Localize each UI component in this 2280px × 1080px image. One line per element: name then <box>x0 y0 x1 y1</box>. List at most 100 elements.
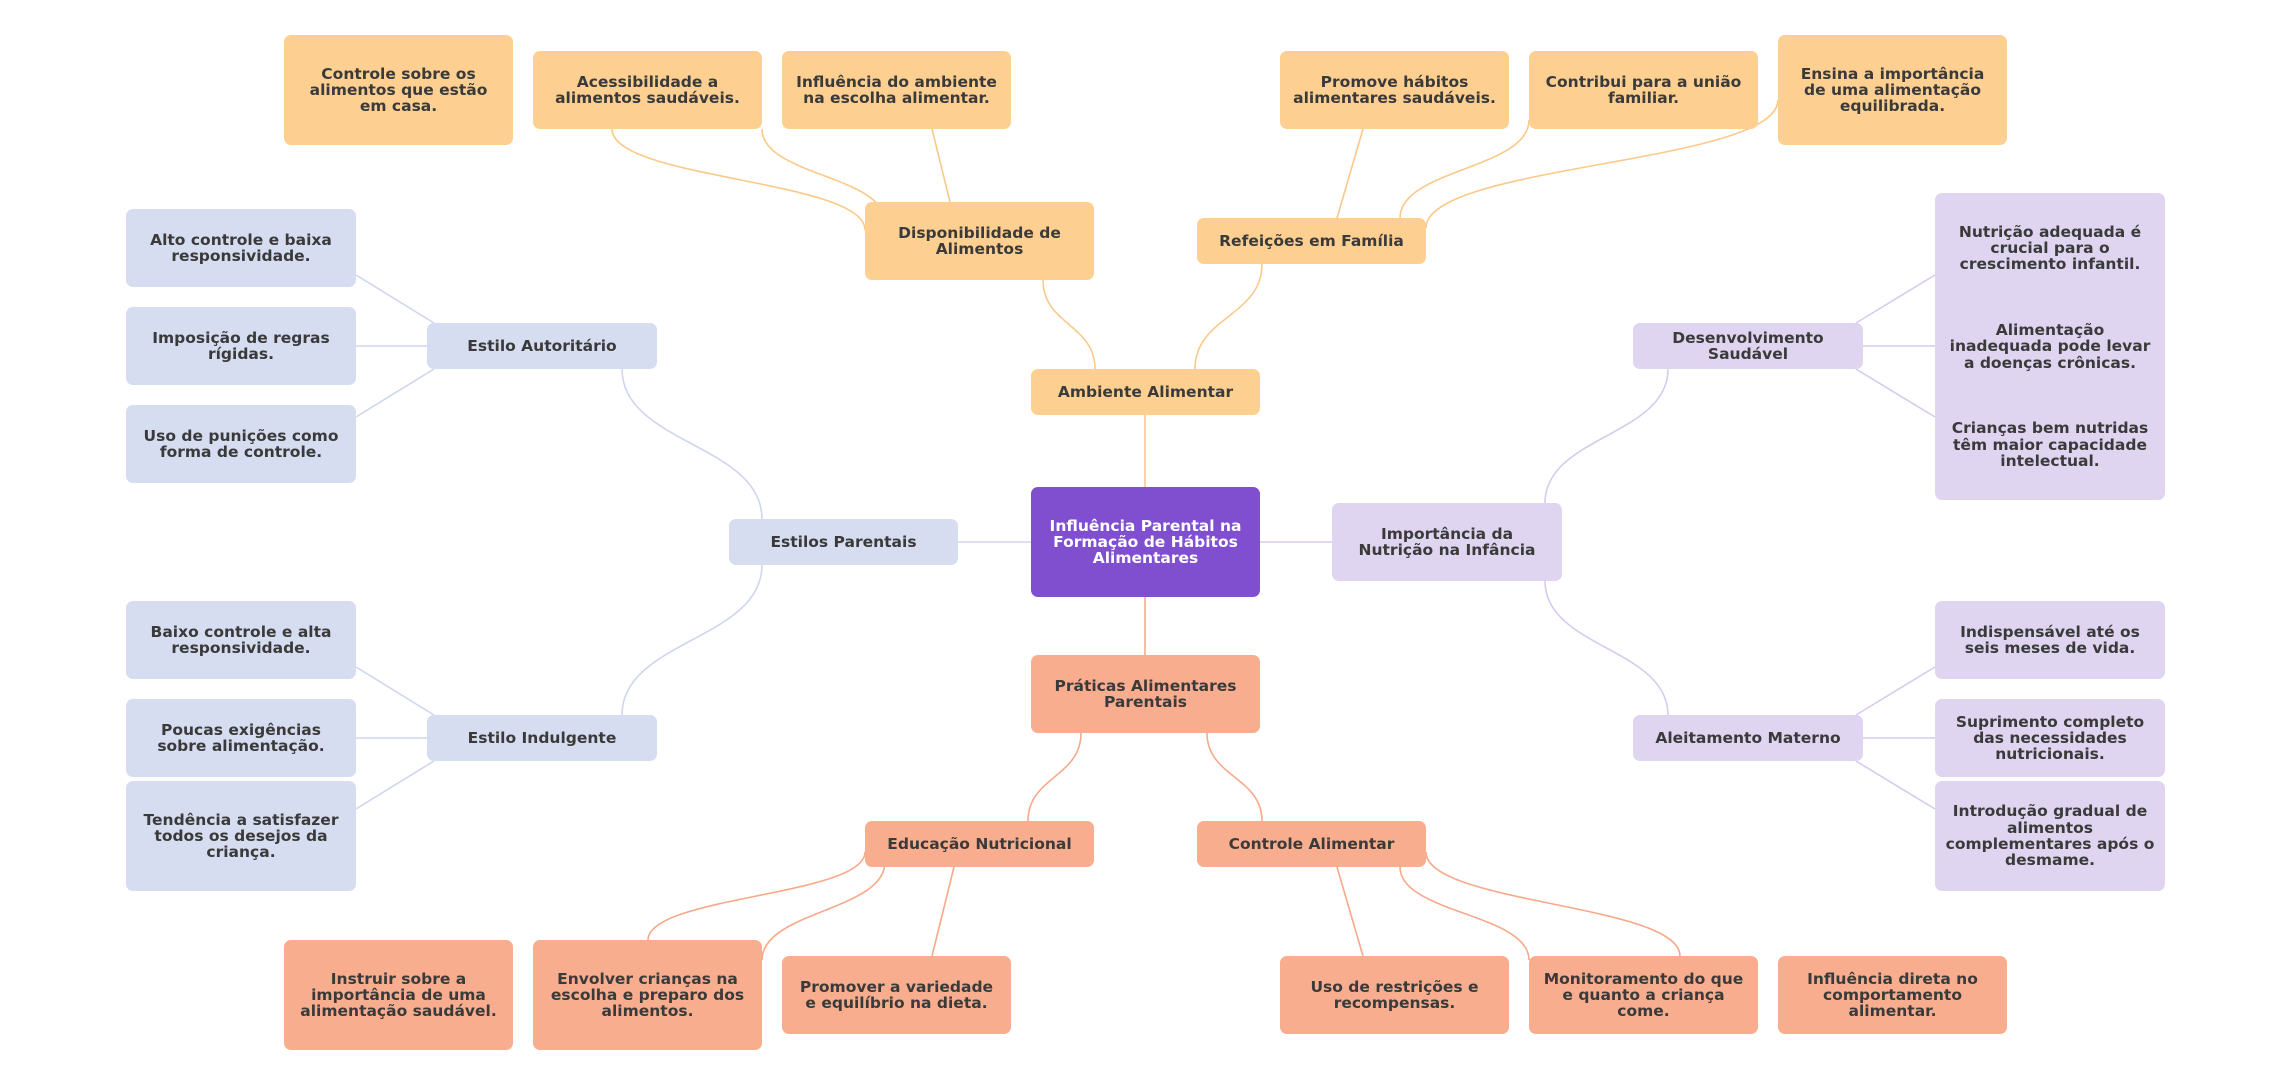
leaf-introducao-gradual-label: Introdução gradual de alimentos compleme… <box>1945 802 2155 870</box>
leaf-instruir-alimentacao[interactable]: Instruir sobre a importância de uma alim… <box>284 940 513 1050</box>
leaf-restricoes-recompensas[interactable]: Uso de restrições e recompensas. <box>1280 956 1509 1034</box>
leaf-poucas-exigencias-label: Poucas exigências sobre alimentação. <box>157 720 325 755</box>
link-con-0 <box>1336 866 1364 957</box>
node-estilos-parentais[interactable]: Estilos Parentais <box>729 519 958 565</box>
leaf-alto-controle-label: Alto controle e baixa responsividade. <box>150 230 332 265</box>
link-nutricao-aleitamento <box>1544 580 1669 716</box>
leaf-indispensavel-seis-meses-label: Indispensável até os seis meses de vida. <box>1960 622 2140 657</box>
leaf-promove-habitos-label: Promove hábitos alimentares saudáveis. <box>1293 72 1496 107</box>
link-con-1 <box>1399 866 1530 961</box>
leaf-uniao-familiar-label: Contribui para a união familiar. <box>1545 72 1742 107</box>
link-estilos-indulgente <box>621 564 763 716</box>
node-estilo-autoritario[interactable]: Estilo Autoritário <box>427 323 657 369</box>
link-des-2 <box>1855 368 1936 418</box>
leaf-introducao-gradual[interactable]: Introdução gradual de alimentos compleme… <box>1935 781 2165 891</box>
link-nutricao-desenvolvimento <box>1544 368 1669 504</box>
node-importancia-nutricao-label: Importância da Nutrição na Infância <box>1358 524 1536 559</box>
node-importancia-nutricao[interactable]: Importância da Nutrição na Infância <box>1332 503 1562 581</box>
leaf-suprimento-completo[interactable]: Suprimento completo das necessidades nut… <box>1935 699 2165 777</box>
leaf-envolver-criancas-label: Envolver crianças na escolha e preparo d… <box>550 969 745 1021</box>
node-disponibilidade-alimentos-label: Disponibilidade de Alimentos <box>898 223 1061 258</box>
link-edu-1 <box>761 861 886 961</box>
leaf-influencia-ambiente[interactable]: Influência do ambiente na escolha alimen… <box>782 51 1011 129</box>
node-praticas-alimentares-label: Práticas Alimentares Parentais <box>1054 676 1237 711</box>
root-node-label: Influência Parental na Formação de Hábit… <box>1049 516 1242 568</box>
node-controle-alimentar[interactable]: Controle Alimentar <box>1197 821 1426 867</box>
leaf-restricoes-recompensas-label: Uso de restrições e recompensas. <box>1310 977 1479 1012</box>
node-disponibilidade-alimentos[interactable]: Disponibilidade de Alimentos <box>865 202 1094 280</box>
link-ale-2 <box>1855 760 1936 810</box>
node-estilo-autoritario-label: Estilo Autoritário <box>467 336 617 355</box>
link-ale-0 <box>1855 666 1936 716</box>
leaf-alimentacao-equilibrada-label: Ensina a importância de uma alimentação … <box>1800 64 1985 116</box>
leaf-influencia-ambiente-label: Influência do ambiente na escolha alimen… <box>796 72 997 107</box>
leaf-controle-alimentos-casa-label: Controle sobre os alimentos que estão em… <box>309 64 488 116</box>
leaf-baixo-controle-label: Baixo controle e alta responsividade. <box>150 622 332 657</box>
link-ref-2 <box>1425 99 1779 229</box>
node-estilos-parentais-label: Estilos Parentais <box>770 532 917 551</box>
link-praticas-educacao <box>1027 732 1082 822</box>
link-ambiente-disponibilidade <box>1042 279 1096 370</box>
node-desenvolvimento-saudavel[interactable]: Desenvolvimento Saudável <box>1633 323 1863 369</box>
node-controle-alimentar-label: Controle Alimentar <box>1228 834 1395 853</box>
link-aut-2 <box>355 368 435 418</box>
link-edu-0 <box>647 851 866 941</box>
leaf-promove-habitos[interactable]: Promove hábitos alimentares saudáveis. <box>1280 51 1509 129</box>
leaf-criancas-bem-nutridas[interactable]: Crianças bem nutridas têm maior capacida… <box>1951 419 2149 470</box>
leaf-influencia-comportamento[interactable]: Influência direta no comportamento alime… <box>1778 956 2007 1034</box>
node-ambiente-alimentar-label: Ambiente Alimentar <box>1057 382 1234 401</box>
leaf-nutricao-adequada[interactable]: Nutrição adequada é crucial para o cresc… <box>1958 222 2142 274</box>
link-des-0 <box>1855 274 1936 324</box>
node-aleitamento-materno[interactable]: Aleitamento Materno <box>1633 715 1863 761</box>
node-ambiente-alimentar[interactable]: Ambiente Alimentar <box>1031 369 1260 415</box>
leaf-suprimento-completo-label: Suprimento completo das necessidades nut… <box>1955 712 2145 764</box>
leaf-monitoramento-label: Monitoramento do que e quanto a criança … <box>1543 969 1744 1021</box>
link-disp-0 <box>611 128 866 231</box>
leaf-envolver-criancas[interactable]: Envolver crianças na escolha e preparo d… <box>533 940 762 1050</box>
leaf-regras-rigidas[interactable]: Imposição de regras rígidas. <box>126 307 356 385</box>
link-ind-2 <box>355 760 435 810</box>
leaf-poucas-exigencias[interactable]: Poucas exigências sobre alimentação. <box>126 699 356 777</box>
node-praticas-alimentares[interactable]: Práticas Alimentares Parentais <box>1031 655 1260 733</box>
leaf-regras-rigidas-label: Imposição de regras rígidas. <box>152 328 330 363</box>
leaf-alimentacao-equilibrada[interactable]: Ensina a importância de uma alimentação … <box>1778 35 2007 145</box>
leaf-punicoes[interactable]: Uso de punições como forma de controle. <box>126 405 356 483</box>
link-ref-0 <box>1336 128 1364 219</box>
leaf-punicoes-label: Uso de punições como forma de controle. <box>143 426 339 461</box>
leaf-instruir-alimentacao-label: Instruir sobre a importância de uma alim… <box>300 969 497 1021</box>
link-praticas-controle <box>1206 732 1263 822</box>
leaf-acessibilidade-alimentos[interactable]: Acessibilidade a alimentos saudáveis. <box>533 51 762 129</box>
leaf-controle-alimentos-casa[interactable]: Controle sobre os alimentos que estão em… <box>284 35 513 145</box>
node-desenvolvimento-saudavel-label: Desenvolvimento Saudável <box>1672 328 1824 363</box>
root-node[interactable]: Influência Parental na Formação de Hábit… <box>1031 487 1260 597</box>
node-aleitamento-materno-label: Aleitamento Materno <box>1655 728 1841 747</box>
link-edu-2 <box>931 866 955 957</box>
leaf-variedade-equilibrio[interactable]: Promover a variedade e equilíbrio na die… <box>782 956 1011 1034</box>
link-aut-0 <box>355 274 435 324</box>
node-educacao-nutricional[interactable]: Educação Nutricional <box>865 821 1094 867</box>
leaf-group-desenvolvimento: Nutrição adequada é crucial para o cresc… <box>1935 193 2165 500</box>
link-estilos-autoritario <box>621 368 763 520</box>
leaf-alto-controle[interactable]: Alto controle e baixa responsividade. <box>126 209 356 287</box>
link-ind-0 <box>355 666 435 716</box>
leaf-satisfazer-desejos-label: Tendência a satisfazer todos os desejos … <box>143 810 339 862</box>
leaf-acessibilidade-alimentos-label: Acessibilidade a alimentos saudáveis. <box>555 72 740 107</box>
node-refeicoes-familia-label: Refeições em Família <box>1219 231 1404 250</box>
link-ref-1 <box>1399 119 1530 219</box>
leaf-satisfazer-desejos[interactable]: Tendência a satisfazer todos os desejos … <box>126 781 356 891</box>
leaf-baixo-controle[interactable]: Baixo controle e alta responsividade. <box>126 601 356 679</box>
node-refeicoes-familia[interactable]: Refeições em Família <box>1197 218 1426 264</box>
leaf-alimentacao-inadequada[interactable]: Alimentação inadequada pode levar a doen… <box>1949 321 2151 372</box>
leaf-uniao-familiar[interactable]: Contribui para a união familiar. <box>1529 51 1758 129</box>
leaf-variedade-equilibrio-label: Promover a variedade e equilíbrio na die… <box>799 977 994 1012</box>
leaf-influencia-comportamento-label: Influência direta no comportamento alime… <box>1807 969 1978 1021</box>
node-educacao-nutricional-label: Educação Nutricional <box>887 834 1072 853</box>
link-ambiente-refeicoes <box>1194 263 1263 370</box>
node-estilo-indulgente-label: Estilo Indulgente <box>467 728 617 747</box>
link-con-2 <box>1425 851 1681 957</box>
link-disp-2 <box>931 128 951 203</box>
leaf-indispensavel-seis-meses[interactable]: Indispensável até os seis meses de vida. <box>1935 601 2165 679</box>
node-estilo-indulgente[interactable]: Estilo Indulgente <box>427 715 657 761</box>
leaf-monitoramento[interactable]: Monitoramento do que e quanto a criança … <box>1529 956 1758 1034</box>
